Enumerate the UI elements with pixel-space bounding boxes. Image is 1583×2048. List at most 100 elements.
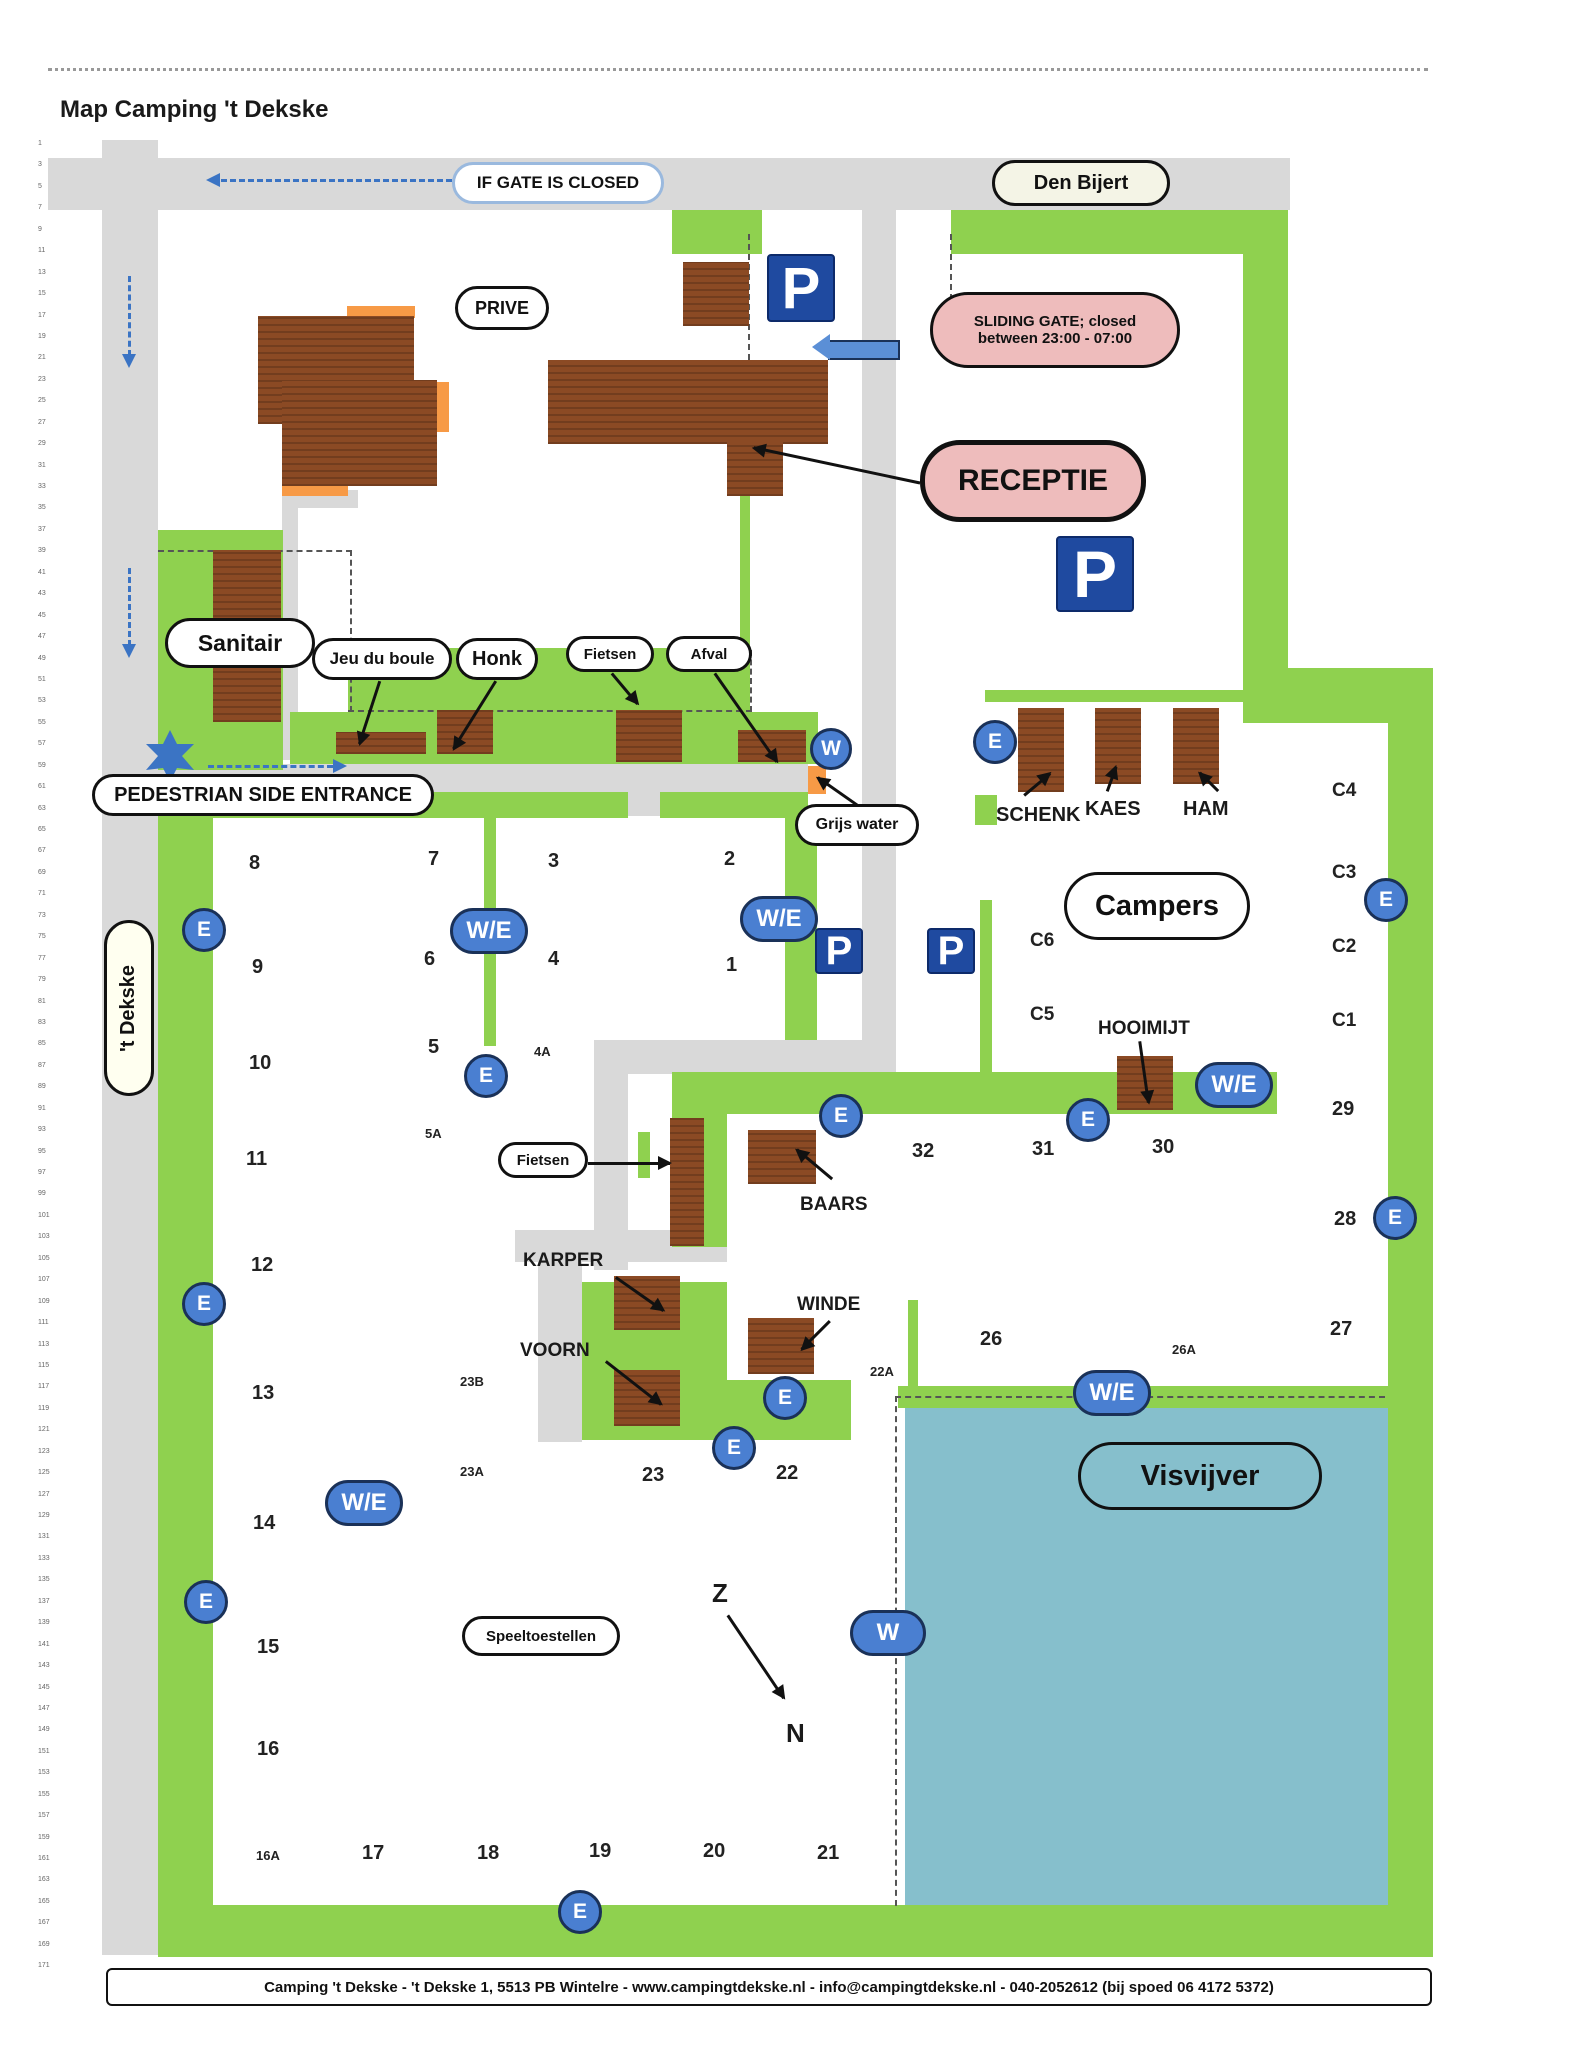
grijs-water-label: Grijs water [795,804,919,846]
ruler-tick: 137 [38,1597,50,1605]
pitch-15: 15 [257,1636,280,1658]
ruler-tick: 129 [38,1512,50,1519]
e-marker: E [763,1376,807,1420]
grass-rightstep [1243,668,1433,723]
ruler-tick: 69 [38,868,46,876]
ruler-tick: 171 [38,1962,50,1970]
pitch-18: 18 [477,1842,500,1864]
ruler-tick: 15 [38,290,46,298]
path-stub [628,790,660,816]
pitch-7: 7 [428,848,440,870]
ruler-tick: 7 [38,204,42,212]
schenk-label: SCHENK [996,804,1081,826]
reception-building [548,360,828,444]
voorn-building [614,1370,680,1426]
ruler-tick: 9 [38,225,42,233]
ruler-tick: 85 [38,1040,46,1048]
karper-label: KARPER [523,1250,604,1271]
ruler-tick: 145 [38,1683,50,1691]
sanitair-label: Sanitair [165,618,315,668]
ruler-tick: 19 [38,332,46,340]
kaes-label: KAES [1085,798,1141,820]
grass-hooimijt-strip [672,1072,1277,1114]
parking-sign-reception: P [1056,536,1134,612]
pitch-c6: C6 [1030,930,1055,951]
e-marker: E [712,1426,756,1470]
compass-arrow-icon [726,1614,785,1699]
prive-label: PRIVE [455,286,549,330]
e-marker: E [184,1580,228,1624]
pitch-4a: 4A [534,1044,551,1059]
ruler-tick: 133 [38,1554,50,1562]
ruler-tick: 25 [38,397,46,405]
pitch-21: 21 [817,1842,840,1864]
ruler-tick: 103 [38,1233,50,1241]
ruler-tick: 55 [38,718,46,726]
ruler-tick: 49 [38,654,46,662]
ruler-tick: 35 [38,504,46,512]
ruler-tick: 113 [38,1340,50,1348]
ruler-tick: 65 [38,826,46,833]
ruler-tick: 41 [38,568,46,576]
grass-top-right [951,210,1288,254]
pitch-16: 16 [257,1738,280,1760]
pitch-10: 10 [249,1052,272,1074]
grass-right-top [1243,210,1288,700]
ruler-tick: 141 [38,1640,50,1648]
ruler-tick: 153 [38,1769,50,1777]
ruler-tick: 77 [38,954,46,962]
prive-house-b [282,380,437,486]
ruler-tick: 165 [38,1897,50,1905]
fietsen-mid-pointer [588,1157,672,1169]
we-marker: W/E [325,1480,403,1526]
pitch-14: 14 [253,1512,276,1534]
sliding-gate-line2: between 23:00 - 07:00 [977,330,1133,347]
grass-top-mid [672,210,762,254]
ruler-tick: 163 [38,1876,50,1884]
pitch-22: 22 [776,1462,799,1484]
pitch-31: 31 [1032,1138,1055,1160]
ruler-tick: 105 [38,1254,50,1262]
road-arrow-2-head [122,644,136,658]
ruler-tick: 87 [38,1061,46,1069]
sliding-gate-arrow [828,340,900,360]
ruler-tick: 39 [38,547,46,555]
ruler-tick: 151 [38,1747,50,1755]
pitch-11: 11 [246,1148,268,1170]
pitch-5: 5 [428,1036,440,1058]
speeltoestellen-label: Speeltoestellen [462,1616,620,1656]
pitch-c4: C4 [1332,780,1357,801]
ruler-tick: 111 [38,1319,49,1327]
ruler-tick: 71 [38,890,46,898]
campers-label: Campers [1064,872,1250,940]
receptie-label: RECEPTIE [920,440,1146,522]
w-marker: W [850,1610,926,1656]
pitch-16a: 16A [256,1848,280,1863]
ruler-tick: 95 [38,1147,46,1155]
pitch-32: 32 [912,1140,935,1162]
parking-sign-mid-right: P [927,928,975,974]
pitch-29: 29 [1332,1098,1355,1120]
ruler-tick: 81 [38,997,46,1005]
if-gate-closed-label: IF GATE IS CLOSED [452,162,664,204]
grass-fietsen-stub [638,1132,650,1178]
sliding-gate-line1: SLIDING GATE; closed [973,313,1137,330]
pitch-4: 4 [548,948,560,970]
pitch-6: 6 [424,948,436,970]
grass-voorn-stub [583,1300,593,1322]
e-marker: E [182,1282,226,1326]
ruler-tick: 131 [38,1533,50,1541]
pitch-9: 9 [252,956,264,978]
ruler-tick: 121 [38,1426,50,1434]
honk-label: Honk [456,638,538,680]
grass-bottom [158,1905,1433,1957]
ruler-tick: 161 [38,1855,50,1862]
sliding-gate-label: SLIDING GATE; closed between 23:00 - 07:… [930,292,1180,368]
prive-orange-top [347,306,415,318]
ruler-tick: 139 [38,1619,50,1627]
e-marker: E [1066,1098,1110,1142]
grass-strip-below2 [660,792,808,818]
pitch-23a: 23A [460,1464,484,1479]
building-small-top [683,262,749,326]
voorn-label: VOORN [520,1340,590,1361]
